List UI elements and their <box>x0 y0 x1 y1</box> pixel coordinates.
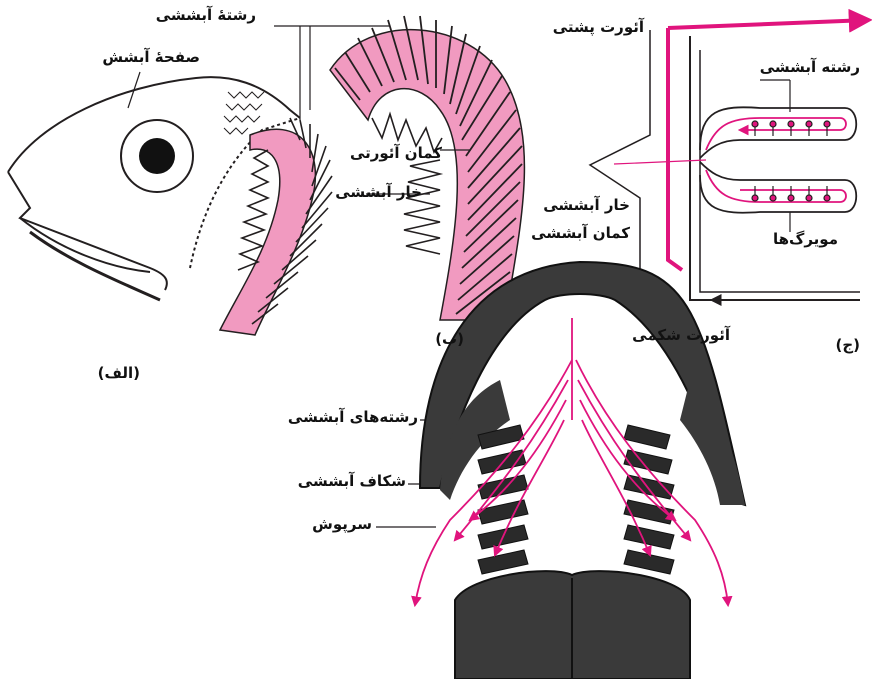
label-capillaries: مویرگ‌ها <box>773 232 838 247</box>
scales <box>224 92 264 134</box>
label-operculum: سرپوش <box>312 517 372 532</box>
gill-cavity-drawing <box>415 262 745 679</box>
label-gill-filament: رشتهٔ آبششی <box>156 8 256 23</box>
label-gill-filaments-bottom: رشته‌های آبششی <box>288 410 418 425</box>
fish-head-drawing <box>8 77 332 335</box>
label-gill-filament-c: رشته آبششی <box>760 60 860 75</box>
label-gill-arch-c: کمان آبششی <box>531 226 630 241</box>
panel-label-c: (ج) <box>835 338 860 353</box>
label-gill-slit: شکاف آبششی <box>298 474 406 489</box>
label-aortic-arch: کمان آئورتی <box>350 146 442 161</box>
gill-arch-drawing <box>330 16 524 320</box>
label-gill-plate: صفحهٔ آبشش <box>102 50 200 65</box>
label-gill-raker-c: خار آبششی <box>543 198 630 213</box>
label-gill-raker: خار آبششی <box>335 185 422 200</box>
panel-label-a: (الف) <box>98 366 140 381</box>
label-ventral-aorta: آئورت شکمی <box>632 328 730 343</box>
panel-label-b: (ب) <box>435 332 464 347</box>
label-dorsal-aorta: آئورت پشتی <box>553 20 644 35</box>
